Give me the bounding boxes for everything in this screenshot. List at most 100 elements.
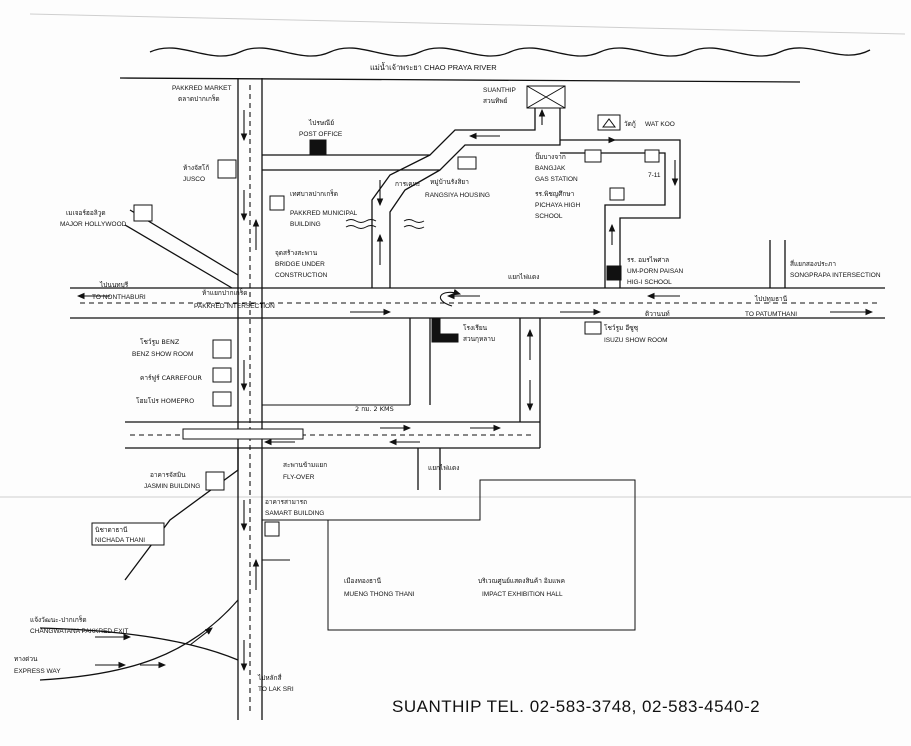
seven-eleven-label: 7-11 — [648, 172, 661, 179]
yaek-faidaeng-label: แยกไฟแดง — [508, 273, 539, 281]
pichaya-en-2: SCHOOL — [535, 213, 563, 220]
bridge-en-2: CONSTRUCTION — [275, 272, 328, 279]
u-turn-icon — [439, 288, 462, 307]
canal-wave — [403, 225, 425, 229]
block-line — [261, 318, 410, 406]
gas-th: ปั๊มบางจาก — [535, 152, 566, 161]
pakkred-int-th: ห้าแยกปากเกร็ด — [202, 288, 247, 297]
pakkred-int-en: PAKKRED INTERSECTION — [194, 303, 275, 310]
seven-eleven-building — [644, 149, 660, 163]
diagonal-road-a — [124, 224, 233, 289]
post-office-building — [309, 139, 327, 155]
homepro-label: โฮมโปร HOMEPRO — [136, 397, 194, 405]
expressway-upper — [39, 627, 239, 661]
yaek-faidaeng-2-label: แยกไฟแดง — [428, 464, 459, 472]
muang-thong-en: MUENG THONG THANI — [344, 591, 415, 598]
samart-th: อาคารสามารถ — [265, 498, 307, 506]
canal-th: การเคหะ — [395, 180, 420, 188]
isuzu-en: ISUZU SHOW ROOM — [604, 337, 668, 344]
bridge-th: จุดสร้างสะพาน — [275, 249, 318, 257]
wat-label-th: วัดกู้ — [624, 120, 636, 128]
right-loop-road — [560, 139, 681, 288]
laksi-en: TO LAK SRI — [258, 686, 294, 693]
major-en: MAJOR HOLLYWOOD — [60, 221, 127, 228]
songprapa-th: สี่แยกสองประภา — [790, 259, 836, 268]
impact-th: บริเวณศูนย์แสดงสินค้า อิมแพค — [478, 577, 565, 585]
rangsiya-building — [457, 156, 477, 170]
carrefour-building — [212, 367, 232, 383]
municipal-en-2: BUILDING — [290, 221, 321, 228]
benz-en: BENZ SHOW ROOM — [132, 351, 193, 358]
flyover-th: สะพานข้ามแยก — [283, 461, 327, 469]
jasmin-en: JASMIN BUILDING — [144, 483, 200, 490]
umporn-en-2: HIG-I SCHOOL — [627, 279, 672, 286]
jasmin-th: อาคารจัสมิน — [150, 471, 186, 479]
nichada-en: NICHADA THANI — [95, 537, 145, 544]
canal-wave — [345, 219, 377, 223]
suanthip-label-th: สวนทิพย์ — [483, 97, 508, 105]
road-to-suanthip-1 — [262, 105, 536, 156]
samart-en: SAMART BUILDING — [265, 510, 324, 517]
isuzu-th: โชว์รูม อีซูซุ — [604, 324, 639, 332]
nichada-th: นิชาดาธานี — [95, 526, 128, 534]
suan-kulab-building — [431, 317, 459, 343]
river-bank-bottom — [119, 77, 801, 83]
pichaya-en-1: PICHAYA HIGH — [535, 202, 581, 209]
bridge-en-1: BRIDGE UNDER — [275, 261, 325, 268]
benz-th: โชว์รูม BENZ — [140, 338, 180, 346]
changwattana-th: แจ้งวัฒนะ-ปากเกร็ด — [30, 615, 87, 624]
changwattana-en: CHANGWATANA PAKKRED EXIT — [30, 628, 128, 635]
distance-label: 2 กม. 2 KMS — [355, 405, 394, 413]
housing-th: หมู่บ้านรังสิยา — [430, 178, 469, 186]
umporn-th: รร. อมรไพศาล — [627, 256, 669, 264]
flyover-bridge — [182, 428, 304, 440]
jusco-building — [217, 159, 237, 179]
nichada-building — [91, 522, 165, 546]
jasmin-building — [205, 471, 225, 491]
pakkred-market-en: PAKKRED MARKET — [172, 85, 232, 92]
municipal-th: เทศบาลปากเกร็ด — [290, 189, 338, 198]
left-road-a — [124, 448, 239, 581]
pichaya-building — [609, 187, 625, 201]
carrefour-label: คาร์ฟูร์ CARREFOUR — [140, 374, 202, 382]
nonthaburi-th: ไปนนทบุรี — [99, 281, 129, 289]
jusco-en: JUSCO — [183, 176, 205, 183]
jusco-th: ห้างจัสโก้ — [183, 164, 209, 172]
homepro-building — [212, 391, 232, 407]
muang-thong-th: เมืองทองธานี — [344, 577, 382, 585]
nonthaburi-en: TO NONTHABURI — [92, 294, 146, 301]
road-to-suanthip-2 — [262, 105, 561, 171]
isuzu-building — [584, 321, 602, 335]
songprapa-en: SONGPRAPA INTERSECTION — [790, 272, 881, 279]
expressway-lower — [39, 599, 239, 681]
impact-area — [327, 479, 636, 631]
pichaya-th: รร.พิชญศึกษา — [535, 190, 575, 198]
school-th-2: สวนกุหลาบ — [463, 335, 495, 343]
temple-icon — [602, 118, 616, 128]
curve-road-b — [389, 169, 441, 288]
suanthip-label-en: SUANTHIP — [483, 87, 516, 94]
municipal-en-1: PAKKRED MUNICIPAL — [290, 210, 358, 217]
contact-footer: SUANTHIP TEL. 02-583-3748, 02-583-4540-2 — [392, 697, 760, 716]
post-office-en: POST OFFICE — [299, 131, 343, 138]
expressway-en: EXPRESS WAY — [14, 668, 61, 675]
right-loop-road-inner — [560, 152, 666, 288]
curve-road-a — [371, 154, 431, 288]
arrow-icon — [189, 627, 213, 646]
benz-building — [212, 339, 232, 359]
pathumthani-th: ไปปทุมธานี — [754, 295, 788, 303]
umporn-building — [606, 265, 622, 281]
flyover-en: FLY-OVER — [283, 474, 315, 481]
wat-koo-building — [597, 114, 621, 131]
pathumthani-en: TO PATUMTHANI — [745, 311, 797, 318]
gas-station-building — [584, 149, 602, 163]
canal-wave — [403, 219, 425, 223]
umporn-en-1: UM-PORN PAISAN — [627, 268, 684, 275]
housing-en: RANGSIYA HOUSING — [425, 192, 490, 199]
municipal-building — [269, 195, 285, 211]
samart-building — [264, 521, 280, 537]
wat-label-en: WAT KOO — [645, 121, 675, 128]
gas-en-1: BANGJAK — [535, 165, 566, 172]
